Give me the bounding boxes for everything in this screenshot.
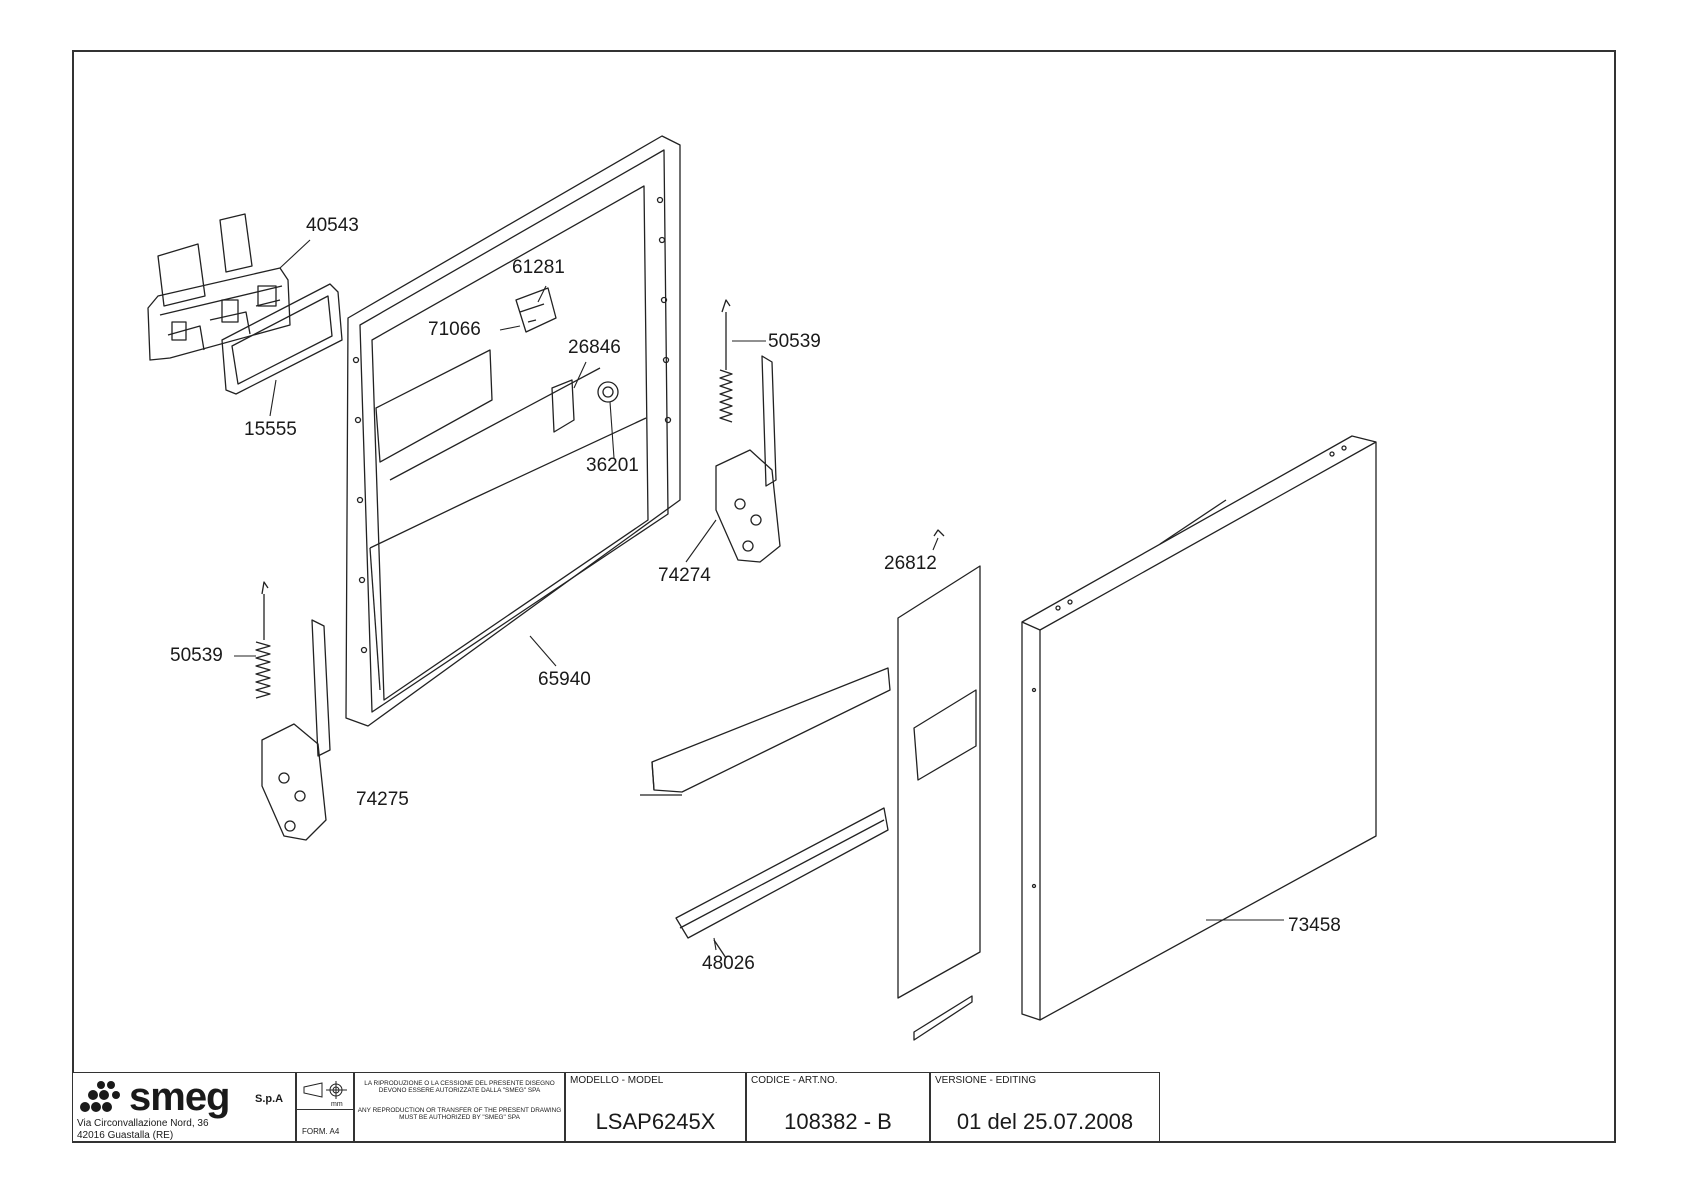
callout-50539-left: 50539 — [170, 645, 223, 666]
company-legal-suffix: S.p.A — [255, 1093, 284, 1105]
outer-door-part — [1021, 435, 1377, 1021]
callout-74275: 74275 — [356, 789, 409, 810]
callout-40543: 40543 — [306, 215, 359, 236]
notice-english: ANY REPRODUCTION OR TRANSFER OF THE PRES… — [357, 1107, 562, 1121]
company-address-line2: 42016 Guastalla (RE) — [77, 1130, 174, 1141]
callout-15555: 15555 — [244, 419, 297, 440]
notice-cell: LA RIPRODUZIONE O LA CESSIONE DEL PRESEN… — [354, 1072, 565, 1142]
callout-36201: 36201 — [586, 455, 639, 476]
unit-label: mm — [331, 1101, 343, 1108]
seal-strips-part — [640, 667, 891, 959]
callout-73458: 73458 — [1288, 915, 1341, 936]
door-lock-part — [515, 287, 557, 333]
callout-74274: 74274 — [658, 565, 711, 586]
callout-65940: 65940 — [538, 669, 591, 690]
version-cell: VERSIONE - EDITING 01 del 25.07.2008 — [930, 1072, 1160, 1142]
company-cell: smeg S.p.A Via Circonvallazione Nord, 36… — [72, 1072, 296, 1142]
code-caption: CODICE - ART.NO. — [751, 1075, 838, 1086]
version-value: 01 del 25.07.2008 — [956, 1109, 1134, 1134]
model-caption: MODELLO - MODEL — [570, 1075, 664, 1086]
model-value: LSAP6245X — [595, 1109, 716, 1134]
leader-lines — [234, 239, 1284, 951]
left-hinge-part — [255, 581, 331, 841]
smeg-logo-dots-icon — [80, 1081, 120, 1112]
drawing-frame — [72, 50, 1616, 1143]
callout-71066: 71066 — [428, 319, 481, 340]
callout-61281: 61281 — [512, 257, 565, 278]
code-value: 108382 - B — [784, 1109, 892, 1134]
version-caption: VERSIONE - EDITING — [935, 1075, 1037, 1086]
callout-26846: 26846 — [568, 337, 621, 358]
projection-symbol-icon — [303, 1081, 347, 1099]
right-hinge-part — [715, 299, 781, 563]
company-address-line1: Via Circonvallazione Nord, 36 — [77, 1118, 209, 1129]
callout-26812: 26812 — [884, 553, 937, 574]
model-cell: MODELLO - MODEL LSAP6245X — [565, 1072, 746, 1142]
notice-italian: LA RIPRODUZIONE O LA CESSIONE DEL PRESEN… — [364, 1080, 555, 1094]
control-module-part — [147, 213, 291, 361]
middle-panel-part — [897, 529, 981, 1041]
inner-door-part — [345, 135, 681, 727]
gasket-part — [221, 283, 343, 395]
code-cell: CODICE - ART.NO. 108382 - B — [746, 1072, 930, 1142]
company-logo: smeg — [129, 1075, 230, 1119]
callout-50539-right: 50539 — [768, 331, 821, 352]
latch-parts — [551, 379, 619, 433]
callout-48026: 48026 — [702, 953, 755, 974]
format-label: FORM. A4 — [302, 1127, 340, 1136]
format-cell: mm FORM. A4 — [296, 1072, 354, 1142]
